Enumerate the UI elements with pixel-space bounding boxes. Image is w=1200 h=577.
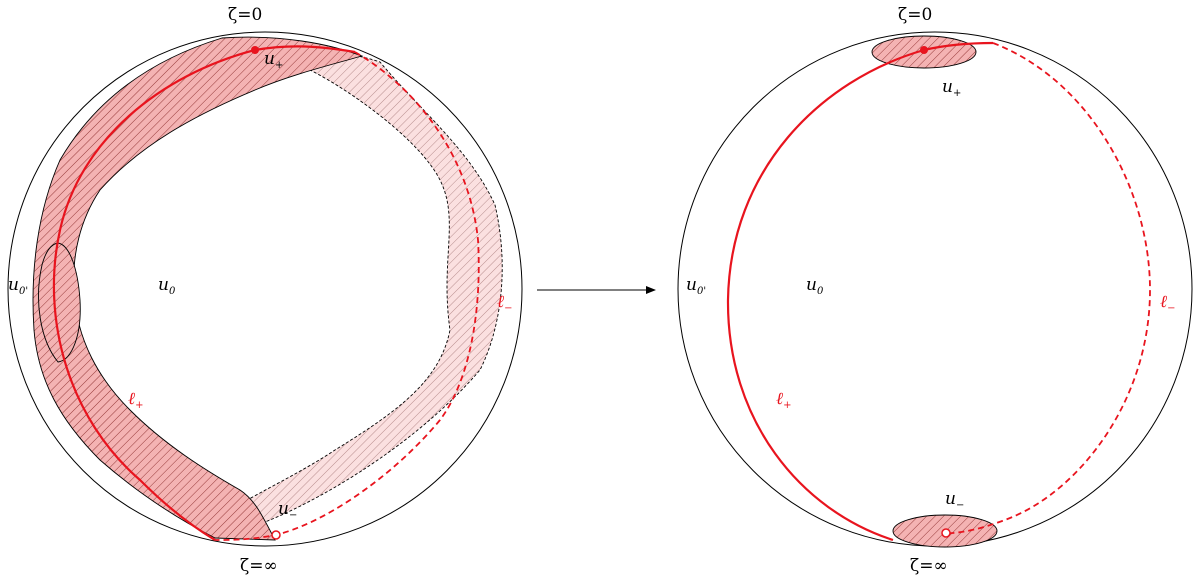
right-u-minus-label: u− <box>945 489 964 511</box>
left-l-plus-curve <box>52 48 256 541</box>
left-front-band <box>32 36 364 541</box>
left-zeta-bottom-label: ζ=∞ <box>240 556 278 576</box>
right-l-plus-curve <box>726 48 925 542</box>
left-l-plus-top <box>254 45 356 54</box>
right-l-minus-label: ℓ− <box>1160 292 1175 314</box>
left-sphere: ζ=0 ζ=∞ u+ u− u0 u0' ℓ+ ℓ− <box>7 5 523 576</box>
left-zeta-top-label: ζ=0 <box>228 5 262 25</box>
left-sphere-outline <box>7 31 523 547</box>
right-u0-label: u0 <box>806 275 824 297</box>
right-zetainf-point <box>941 528 951 538</box>
right-zeta-bottom-label: ζ=∞ <box>910 556 948 576</box>
right-sphere-outline <box>677 31 1193 547</box>
right-u-plus-label: u+ <box>942 77 961 99</box>
left-u-plus-label: u+ <box>264 49 283 71</box>
left-u0prime-label: u0' <box>8 275 28 297</box>
left-zeta0-point <box>251 46 259 54</box>
left-zetainf-point <box>271 530 281 540</box>
right-l-minus-curve <box>944 42 1151 534</box>
right-l-plus-label: ℓ+ <box>776 389 791 411</box>
left-u0-label: u0 <box>158 275 176 297</box>
left-l-minus-label: ℓ− <box>497 292 512 314</box>
right-zeta-top-label: ζ=0 <box>898 5 932 25</box>
left-back-band <box>204 51 503 539</box>
left-u-minus-label: u− <box>278 499 297 521</box>
right-zeta0-point <box>920 46 928 54</box>
left-u0prime-lobe <box>38 242 81 363</box>
right-l-plus-top <box>923 41 994 52</box>
left-l-plus-label: ℓ+ <box>128 389 143 411</box>
right-sphere: ζ=0 ζ=∞ u+ u− u0 u0' ℓ+ ℓ− <box>677 5 1193 576</box>
right-u0prime-label: u0' <box>686 275 706 297</box>
